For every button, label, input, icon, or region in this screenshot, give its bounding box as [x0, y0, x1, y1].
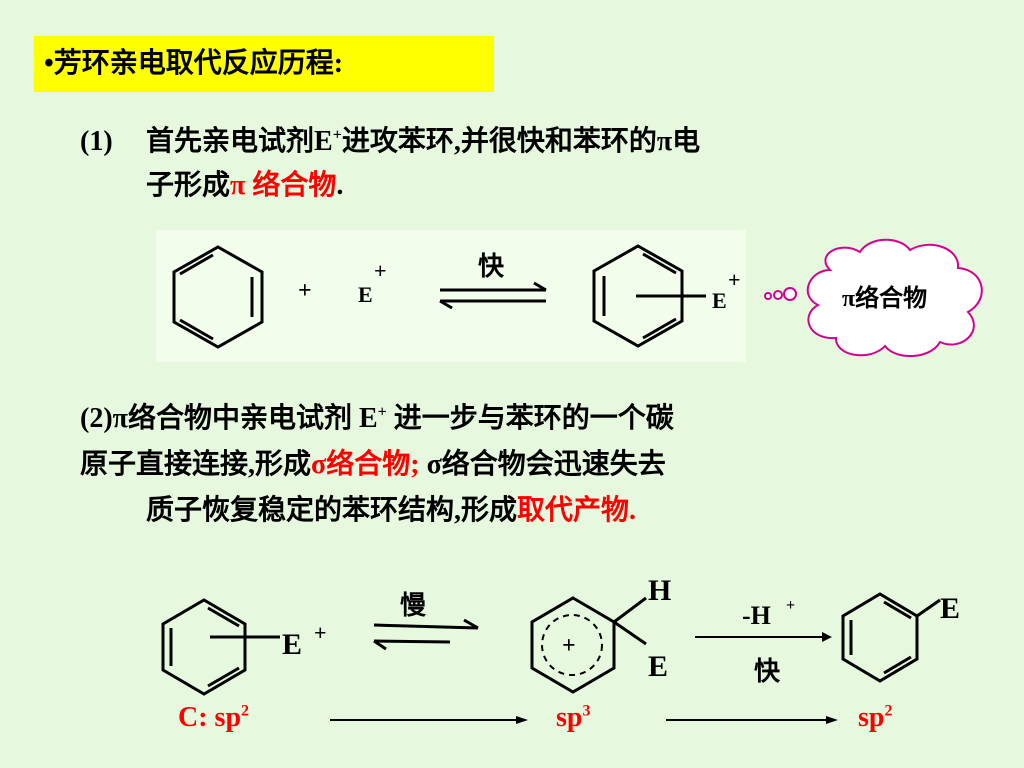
- step2-line3: 质子恢复稳定的苯环结构,形成取代产物.: [146, 495, 637, 526]
- slow-label: 慢: [400, 591, 427, 620]
- minus-H-charge: +: [786, 597, 795, 614]
- step1-text: (1)首先亲电试剂E+进攻苯环,并很快和苯环的π电 子形成π 络合物.: [80, 120, 980, 208]
- pi-complex-E: E: [712, 288, 727, 313]
- E-left: E: [282, 628, 302, 661]
- sigma-E: E: [648, 650, 668, 683]
- thought-bubble: [764, 238, 983, 358]
- benzene-ring-left: [161, 598, 280, 696]
- product-ring: [841, 592, 941, 683]
- step2-line2: 原子直接连接,形成σ络合物; σ络合物会迅速失去: [80, 449, 666, 480]
- hybrid-mid: sp3: [556, 702, 591, 733]
- electrophile-charge: +: [374, 258, 387, 283]
- step2-line1: (2)π络合物中亲电试剂 E+ 进一步与苯环的一个碳: [80, 403, 674, 434]
- fast-label-2: 快: [754, 657, 781, 686]
- reaction1-plus: +: [298, 278, 312, 304]
- minus-H-label: -H: [742, 601, 771, 630]
- sigma-complex-highlight: σ络合物;: [311, 449, 420, 480]
- dashed-delocalization-circle: [541, 614, 603, 676]
- electrophile-E: E: [358, 282, 373, 307]
- step1-line2: 子形成π 络合物.: [146, 170, 344, 201]
- slide-title: •芳环亲电取代反应历程:: [34, 36, 494, 92]
- slow-equilibrium-arrow: [373, 618, 479, 651]
- E-left-charge: +: [314, 620, 327, 645]
- benzene-ring-1: [172, 245, 264, 349]
- substitution-product-highlight: 取代产物.: [517, 495, 637, 526]
- hybrid-arrowhead-2: [826, 716, 838, 724]
- deprotonation-arrowhead: [822, 632, 832, 642]
- equilibrium-arrow-1: [439, 281, 547, 310]
- step1-line1: (1)首先亲电试剂E+进攻苯环,并很快和苯环的π电: [80, 120, 980, 164]
- ring-plus: +: [562, 633, 576, 659]
- step2-text: (2)π络合物中亲电试剂 E+ 进一步与苯环的一个碳 原子直接连接,形成σ络合物…: [80, 396, 980, 534]
- sigma-H: H: [648, 574, 671, 607]
- pi-complex-highlight: π 络合物: [230, 170, 337, 201]
- hybrid-start: C: sp2: [178, 702, 250, 733]
- pi-complex-charge: +: [728, 267, 741, 292]
- bubble-label: π络合物: [842, 284, 927, 312]
- step1-number: (1): [80, 126, 113, 157]
- product-E: E: [940, 592, 960, 625]
- fast-label-1: 快: [478, 252, 505, 281]
- sigma-complex-ring: [530, 596, 647, 694]
- benzene-ring-pi-complex: [592, 244, 706, 348]
- hybrid-arrowhead-1: [516, 716, 528, 724]
- hybrid-end: sp2: [858, 702, 893, 733]
